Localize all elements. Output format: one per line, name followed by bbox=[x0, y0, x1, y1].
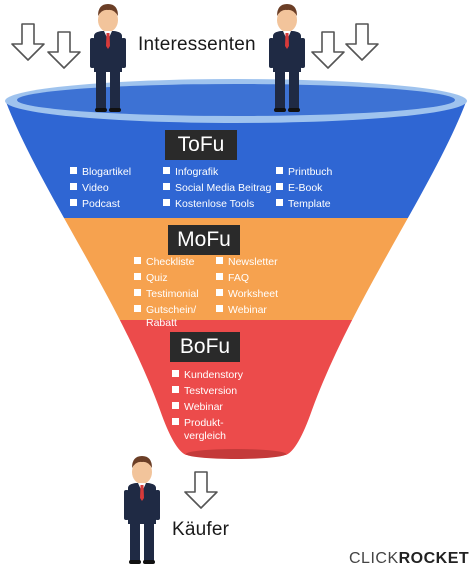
bullet-square-icon bbox=[216, 257, 223, 264]
down-arrow-icon bbox=[345, 23, 379, 61]
bullet-square-icon bbox=[134, 273, 141, 280]
bullet-square-icon bbox=[163, 183, 170, 190]
bullet-square-icon bbox=[216, 305, 223, 312]
businessman-figure bbox=[269, 4, 305, 112]
bullet-square-icon bbox=[70, 199, 77, 206]
down-arrow-icon bbox=[184, 471, 218, 509]
down-arrow-icon bbox=[47, 31, 81, 69]
brand-logo: CLICKROCKET bbox=[349, 550, 470, 567]
list-item: Blogartikel bbox=[70, 166, 131, 179]
list-item: FAQ bbox=[216, 272, 249, 285]
bullet-square-icon bbox=[172, 402, 179, 409]
bullet-square-icon bbox=[216, 289, 223, 296]
list-item: Gutschein/ Rabatt bbox=[134, 304, 218, 330]
list-item: Worksheet bbox=[216, 288, 278, 301]
list-item: Infografik bbox=[163, 166, 218, 179]
list-item: Video bbox=[70, 182, 109, 195]
bullet-square-icon bbox=[163, 167, 170, 174]
bofu-tag: BoFu bbox=[170, 332, 240, 362]
list-item: Testimonial bbox=[134, 288, 199, 301]
bullet-square-icon bbox=[276, 167, 283, 174]
bullet-square-icon bbox=[134, 257, 141, 264]
list-item: Template bbox=[276, 198, 331, 211]
bullet-square-icon bbox=[276, 183, 283, 190]
list-item: Webinar bbox=[216, 304, 267, 317]
down-arrow-icon bbox=[11, 23, 45, 61]
list-item: Quiz bbox=[134, 272, 168, 285]
bullet-square-icon bbox=[163, 199, 170, 206]
list-item: Newsletter bbox=[216, 256, 278, 269]
buyer-label: Käufer bbox=[172, 519, 230, 540]
funnel-opening bbox=[17, 84, 455, 116]
businessman-figure bbox=[124, 456, 160, 564]
list-item: Printbuch bbox=[276, 166, 332, 179]
mofu-tag: MoFu bbox=[168, 225, 240, 255]
bullet-square-icon bbox=[216, 273, 223, 280]
list-item: Kundenstory bbox=[172, 369, 243, 382]
bullet-square-icon bbox=[172, 370, 179, 377]
funnel-tip bbox=[186, 449, 286, 459]
list-item: E-Book bbox=[276, 182, 322, 195]
bullet-square-icon bbox=[70, 183, 77, 190]
bullet-square-icon bbox=[134, 289, 141, 296]
bullet-square-icon bbox=[134, 305, 141, 312]
bullet-square-icon bbox=[172, 386, 179, 393]
list-item: Podcast bbox=[70, 198, 120, 211]
bullet-square-icon bbox=[70, 167, 77, 174]
list-item: Testversion bbox=[172, 385, 237, 398]
list-item: Produkt-vergleich bbox=[172, 417, 244, 443]
funnel-title: Interessenten bbox=[138, 34, 256, 55]
bullet-square-icon bbox=[172, 418, 179, 425]
list-item: Kostenlose Tools bbox=[163, 198, 254, 211]
list-item: Social Media Beitrag bbox=[163, 182, 271, 195]
list-item: Webinar bbox=[172, 401, 223, 414]
tofu-tag: ToFu bbox=[165, 130, 237, 160]
list-item: Checkliste bbox=[134, 256, 194, 269]
down-arrow-icon bbox=[311, 31, 345, 69]
businessman-figure bbox=[90, 4, 126, 112]
bullet-square-icon bbox=[276, 199, 283, 206]
